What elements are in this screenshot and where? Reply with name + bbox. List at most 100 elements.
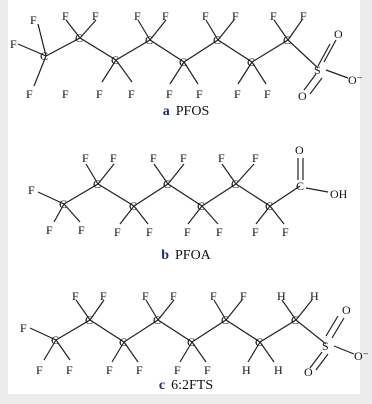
fts-atom: C	[85, 313, 93, 327]
pfos-atom: F	[92, 9, 99, 23]
pfos-atom: O⁻	[348, 73, 363, 87]
pfos-atom: F	[162, 9, 169, 23]
pfos-atom: F	[264, 87, 271, 101]
caption-letter: c	[158, 378, 166, 393]
pfoa-bonds	[37, 158, 329, 225]
caption-name: 6:2FTS	[171, 378, 214, 393]
caption-name: PFOA	[175, 248, 211, 263]
fts-atom: F	[72, 289, 79, 303]
fts-atom: F	[136, 363, 143, 377]
caption-name: PFOS	[175, 104, 210, 119]
pfoa-atom: F	[110, 151, 117, 165]
fts-atom: F	[36, 363, 43, 377]
pfos-atom: F	[62, 87, 69, 101]
pfos-atom: C	[111, 53, 119, 67]
fts-atom: F	[240, 289, 247, 303]
pfos-atom: F	[96, 87, 103, 101]
caption-a: a PFOS	[0, 104, 372, 120]
pfos-atom: F	[128, 87, 135, 101]
fts-atom: F	[100, 289, 107, 303]
pfos-atom: C	[75, 31, 83, 45]
pfos-atom: F	[30, 13, 37, 27]
pfos-atom: C	[179, 55, 187, 69]
pfos-atom: F	[134, 9, 141, 23]
pfos-atom: F	[62, 9, 69, 23]
fts-atom: C	[221, 313, 229, 327]
fts-atom: C	[255, 335, 263, 349]
pfoa-atom: F	[180, 151, 187, 165]
pfoa-atom: OH	[330, 187, 348, 201]
pfoa-atom: F	[282, 225, 289, 239]
fts-structure: F C F F F C F C F F F C F C F F F C F C …	[20, 289, 369, 379]
pfos-atom: C	[283, 33, 291, 47]
pfoa-atom: O	[295, 143, 304, 157]
fts-atom: F	[106, 363, 113, 377]
fts-atom: C	[119, 335, 127, 349]
fts-atom: C	[153, 313, 161, 327]
pfos-atom: C	[213, 33, 221, 47]
fts-atom: F	[210, 289, 217, 303]
pfoa-atom: F	[218, 151, 225, 165]
fts-atom: F	[204, 363, 211, 377]
pfoa-atom: C	[296, 179, 304, 193]
fts-atom: F	[20, 321, 27, 335]
fts-atom: F	[66, 363, 73, 377]
pfoa-atom: F	[252, 151, 259, 165]
pfoa-atom: F	[184, 225, 191, 239]
fts-atom: H	[274, 363, 283, 377]
pfos-atom: O	[298, 89, 307, 103]
fts-atom: H	[242, 363, 251, 377]
pfos-atom: F	[232, 9, 239, 23]
pfoa-atom: F	[146, 225, 153, 239]
pfoa-atom: F	[82, 151, 89, 165]
pfos-atom: C	[40, 49, 48, 63]
pfoa-atom: F	[28, 183, 35, 197]
caption-c: c 6:2FTS	[0, 378, 372, 394]
pfoa-atom: F	[252, 225, 259, 239]
pfos-atom: F	[10, 37, 17, 51]
bottom-border	[0, 394, 372, 404]
pfoa-structure: F C F F F C F C F F F C F C F F F C F C …	[28, 143, 348, 239]
fts-atom: F	[174, 363, 181, 377]
fts-atom: O	[342, 303, 351, 317]
fts-atom: F	[170, 289, 177, 303]
fts-atom: O⁻	[354, 349, 369, 363]
fts-atom: S	[322, 339, 329, 353]
pfos-bonds	[17, 19, 349, 95]
fts-bonds	[29, 299, 355, 371]
left-border	[0, 0, 8, 404]
fts-atom: H	[277, 289, 286, 303]
pfoa-atom: C	[163, 177, 171, 191]
pfos-atom: F	[270, 9, 277, 23]
fts-atom: C	[187, 335, 195, 349]
pfoa-atom: F	[46, 223, 53, 237]
pfoa-atom: F	[216, 225, 223, 239]
pfoa-atom: C	[231, 177, 239, 191]
caption-letter: a	[162, 104, 170, 119]
pfos-atom: O	[334, 27, 343, 41]
pfoa-atom: F	[114, 225, 121, 239]
pfos-atom: F	[26, 87, 33, 101]
right-border	[360, 0, 372, 404]
pfos-atom: C	[247, 55, 255, 69]
pfos-atom: F	[234, 87, 241, 101]
pfoa-atom: C	[59, 197, 67, 211]
caption-letter: b	[161, 248, 169, 263]
pfoa-atom: C	[197, 199, 205, 213]
pfoa-atom: F	[78, 223, 85, 237]
fts-atom: O	[304, 365, 313, 379]
pfos-atom: F	[202, 9, 209, 23]
pfos-atom: C	[145, 33, 153, 47]
fts-atom: F	[142, 289, 149, 303]
pfoa-atom: F	[150, 151, 157, 165]
pfos-atom: F	[196, 87, 203, 101]
pfos-atom: S	[314, 63, 321, 77]
pfoa-atom: C	[129, 199, 137, 213]
pfoa-atom: C	[265, 199, 273, 213]
pfos-atom: F	[300, 9, 307, 23]
fts-atom: C	[291, 313, 299, 327]
pfos-structure: F C F F F C F F C F F F C F C F F F C F …	[10, 9, 363, 103]
pfos-atom: F	[166, 87, 173, 101]
caption-b: b PFOA	[0, 248, 372, 264]
